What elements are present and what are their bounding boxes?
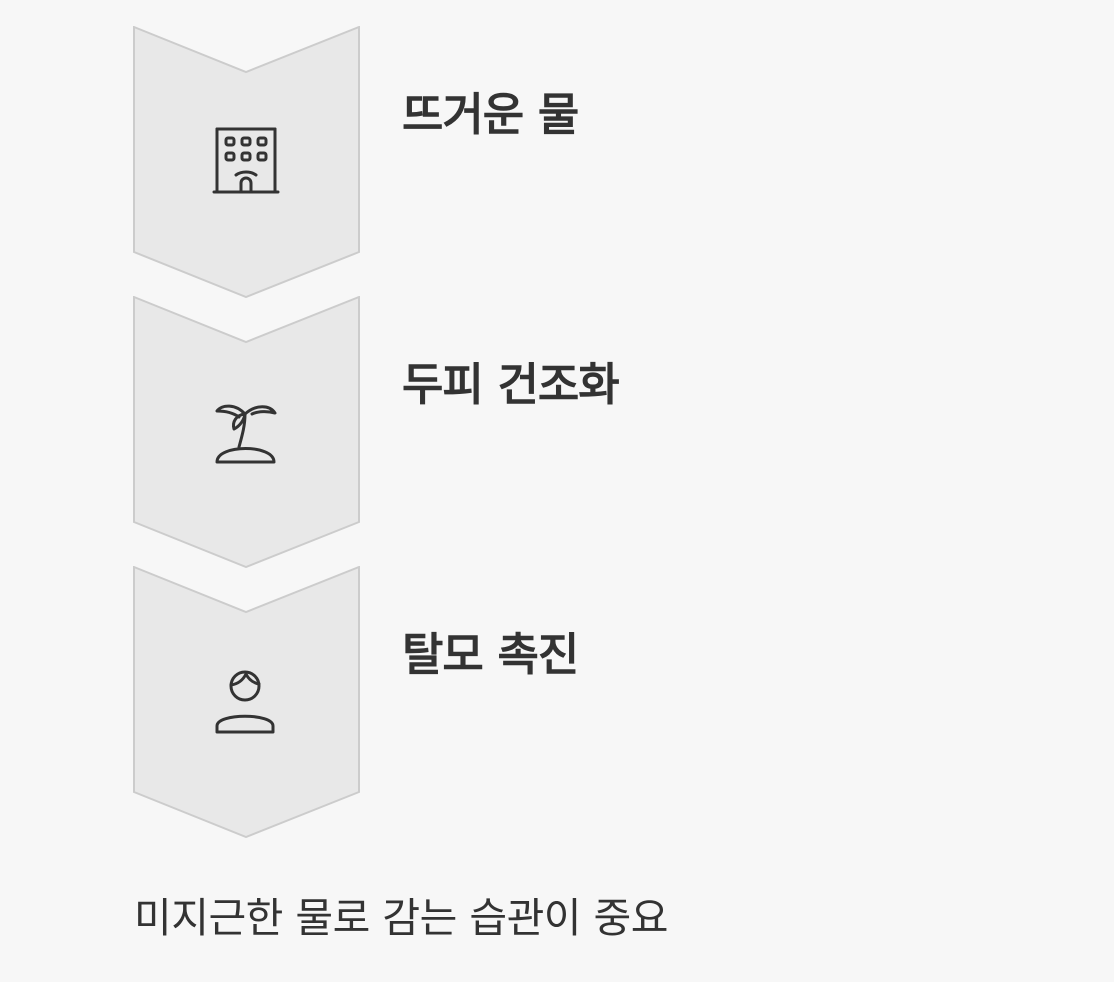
step-1-chevron: [133, 26, 360, 298]
step-1-title: 뜨거운 물: [402, 88, 579, 141]
step-3-chevron: [133, 566, 360, 838]
hotel-building-icon: [212, 126, 280, 194]
step-2-title: 두피 건조화: [402, 358, 620, 411]
step-3: 탈모 촉진: [0, 566, 1114, 838]
step-3-title: 탈모 촉진: [402, 628, 579, 681]
step-1: 뜨거운 물: [0, 26, 1114, 298]
palm-island-icon: [212, 396, 280, 464]
process-flow: 뜨거운 물 두피 건조화 탈모 촉진: [0, 26, 1114, 838]
step-2: 두피 건조화: [0, 296, 1114, 568]
person-icon: [212, 666, 280, 734]
footer-note: 미지근한 물로 감는 습관이 중요: [134, 894, 669, 942]
step-2-chevron: [133, 296, 360, 568]
